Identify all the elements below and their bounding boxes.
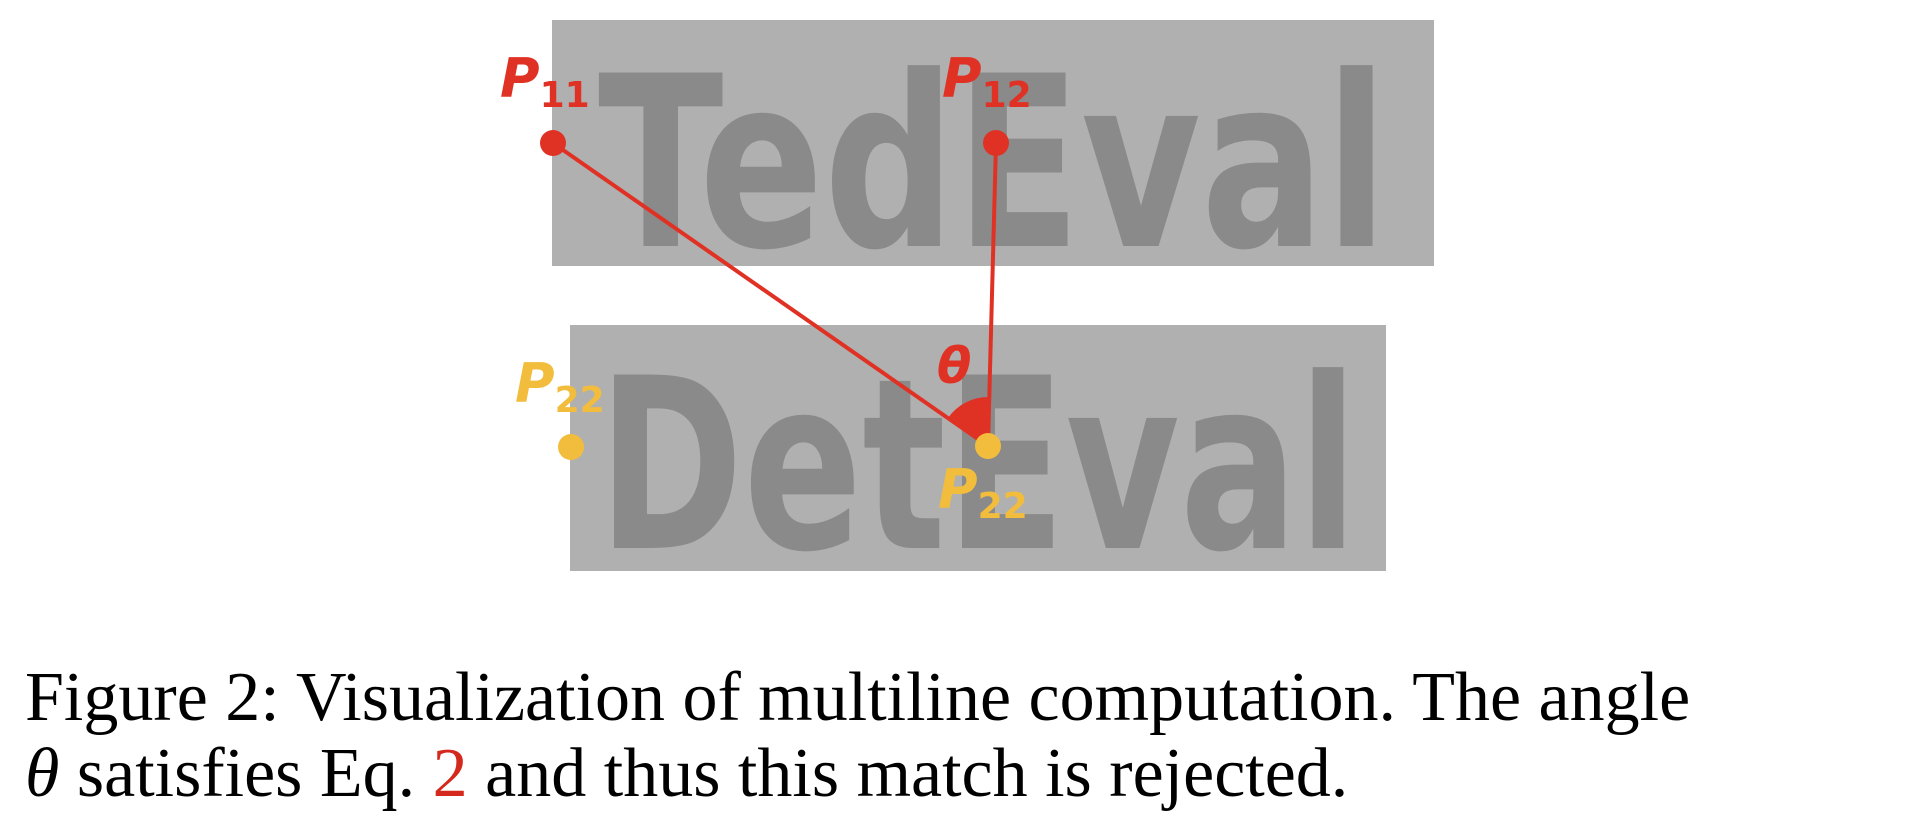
label-p22-center-sub: 22	[978, 486, 1028, 527]
caption-theta: θ	[25, 735, 60, 812]
line-p11-to-p22	[551, 141, 990, 448]
label-p11: P11	[500, 47, 590, 116]
figure-caption: Figure 2: Visualization of multiline com…	[25, 660, 1925, 812]
line-p12-to-p22	[986, 142, 998, 447]
point-p22-left	[558, 434, 584, 460]
label-p12-letter: P	[942, 47, 982, 110]
label-p22-center: P22	[938, 458, 1028, 527]
caption-part-a: satisfies Eq.	[59, 735, 433, 812]
deteval-word: DetEval	[598, 328, 1358, 605]
label-p11-letter: P	[500, 47, 540, 110]
point-p12	[983, 130, 1009, 156]
label-p12: P12	[942, 47, 1032, 116]
multiline-figure: TedEval DetEval P11 P12 P22 P22 θ	[500, 20, 1434, 605]
label-p22-left: P22	[515, 352, 605, 421]
caption-part-b: and thus this match is rejected.	[467, 735, 1349, 812]
point-p11	[540, 130, 566, 156]
point-p22-center	[975, 433, 1001, 459]
label-p12-sub: 12	[982, 75, 1032, 116]
caption-line-1: Figure 2: Visualization of multiline com…	[25, 659, 1691, 736]
label-p11-sub: 11	[540, 75, 590, 116]
label-p22-left-sub: 22	[555, 380, 605, 421]
label-p22-center-letter: P	[938, 458, 978, 521]
caption-eq-ref-link[interactable]: 2	[432, 735, 468, 812]
label-theta: θ	[937, 337, 971, 395]
label-p22-left-letter: P	[515, 352, 555, 415]
angle-wedge	[948, 396, 989, 446]
